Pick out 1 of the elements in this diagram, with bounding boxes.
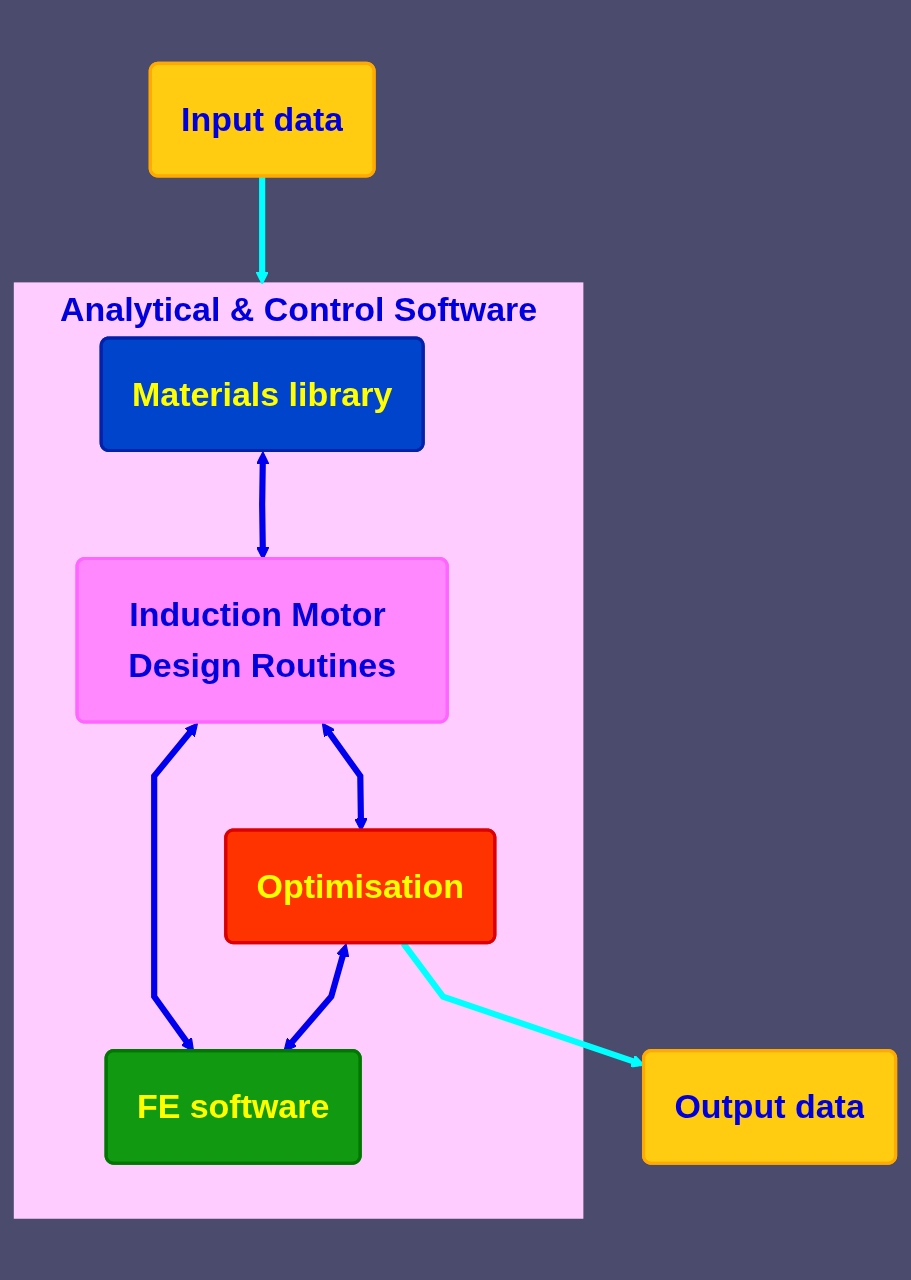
arrow — [255, 175, 269, 285]
